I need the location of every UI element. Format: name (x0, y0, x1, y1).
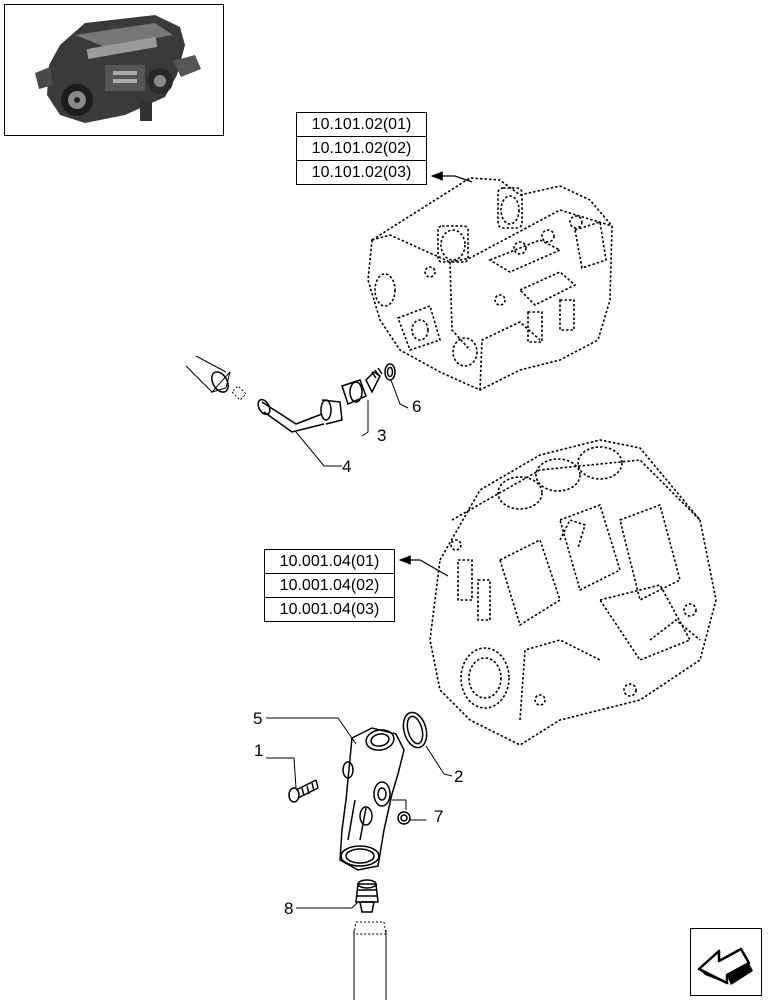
callout-3: 3 (377, 426, 387, 445)
reference-code[interactable]: 10.101.02(02) (297, 137, 426, 161)
callout-5: 5 (253, 709, 263, 728)
engine-thumbnail (4, 4, 224, 136)
reference-code[interactable]: 10.101.02(01) (297, 113, 426, 137)
callout-8: 8 (284, 899, 294, 918)
back-button[interactable] (690, 928, 762, 996)
back-arrow-icon (697, 947, 753, 985)
reference-code[interactable]: 10.001.04(03) (279, 601, 380, 618)
callout-7: 7 (434, 807, 444, 826)
reference-code[interactable]: 10.001.04(02) (265, 574, 394, 598)
reference-box-crankcase: 10.001.04(01) 10.001.04(02) 10.001.04(03… (264, 549, 395, 622)
callout-4: 4 (342, 457, 352, 476)
engine-thumbnail-icon (5, 5, 222, 134)
crankcase-outline (429, 439, 717, 746)
callout-6: 6 (412, 397, 422, 416)
water-outlet-assembly (288, 711, 428, 1000)
reference-box-cylinder-head: 10.101.02(01) 10.101.02(02) 10.101.02(03… (296, 112, 427, 185)
cylinder-head-outline (367, 177, 613, 391)
reference-code[interactable]: 10.101.02(03) (311, 164, 412, 181)
callout-1: 1 (254, 741, 264, 760)
reference-code[interactable]: 10.001.04(01) (265, 550, 394, 574)
leader-lines (266, 379, 453, 909)
return-pipe-assembly (185, 355, 396, 433)
callout-2: 2 (454, 767, 464, 786)
